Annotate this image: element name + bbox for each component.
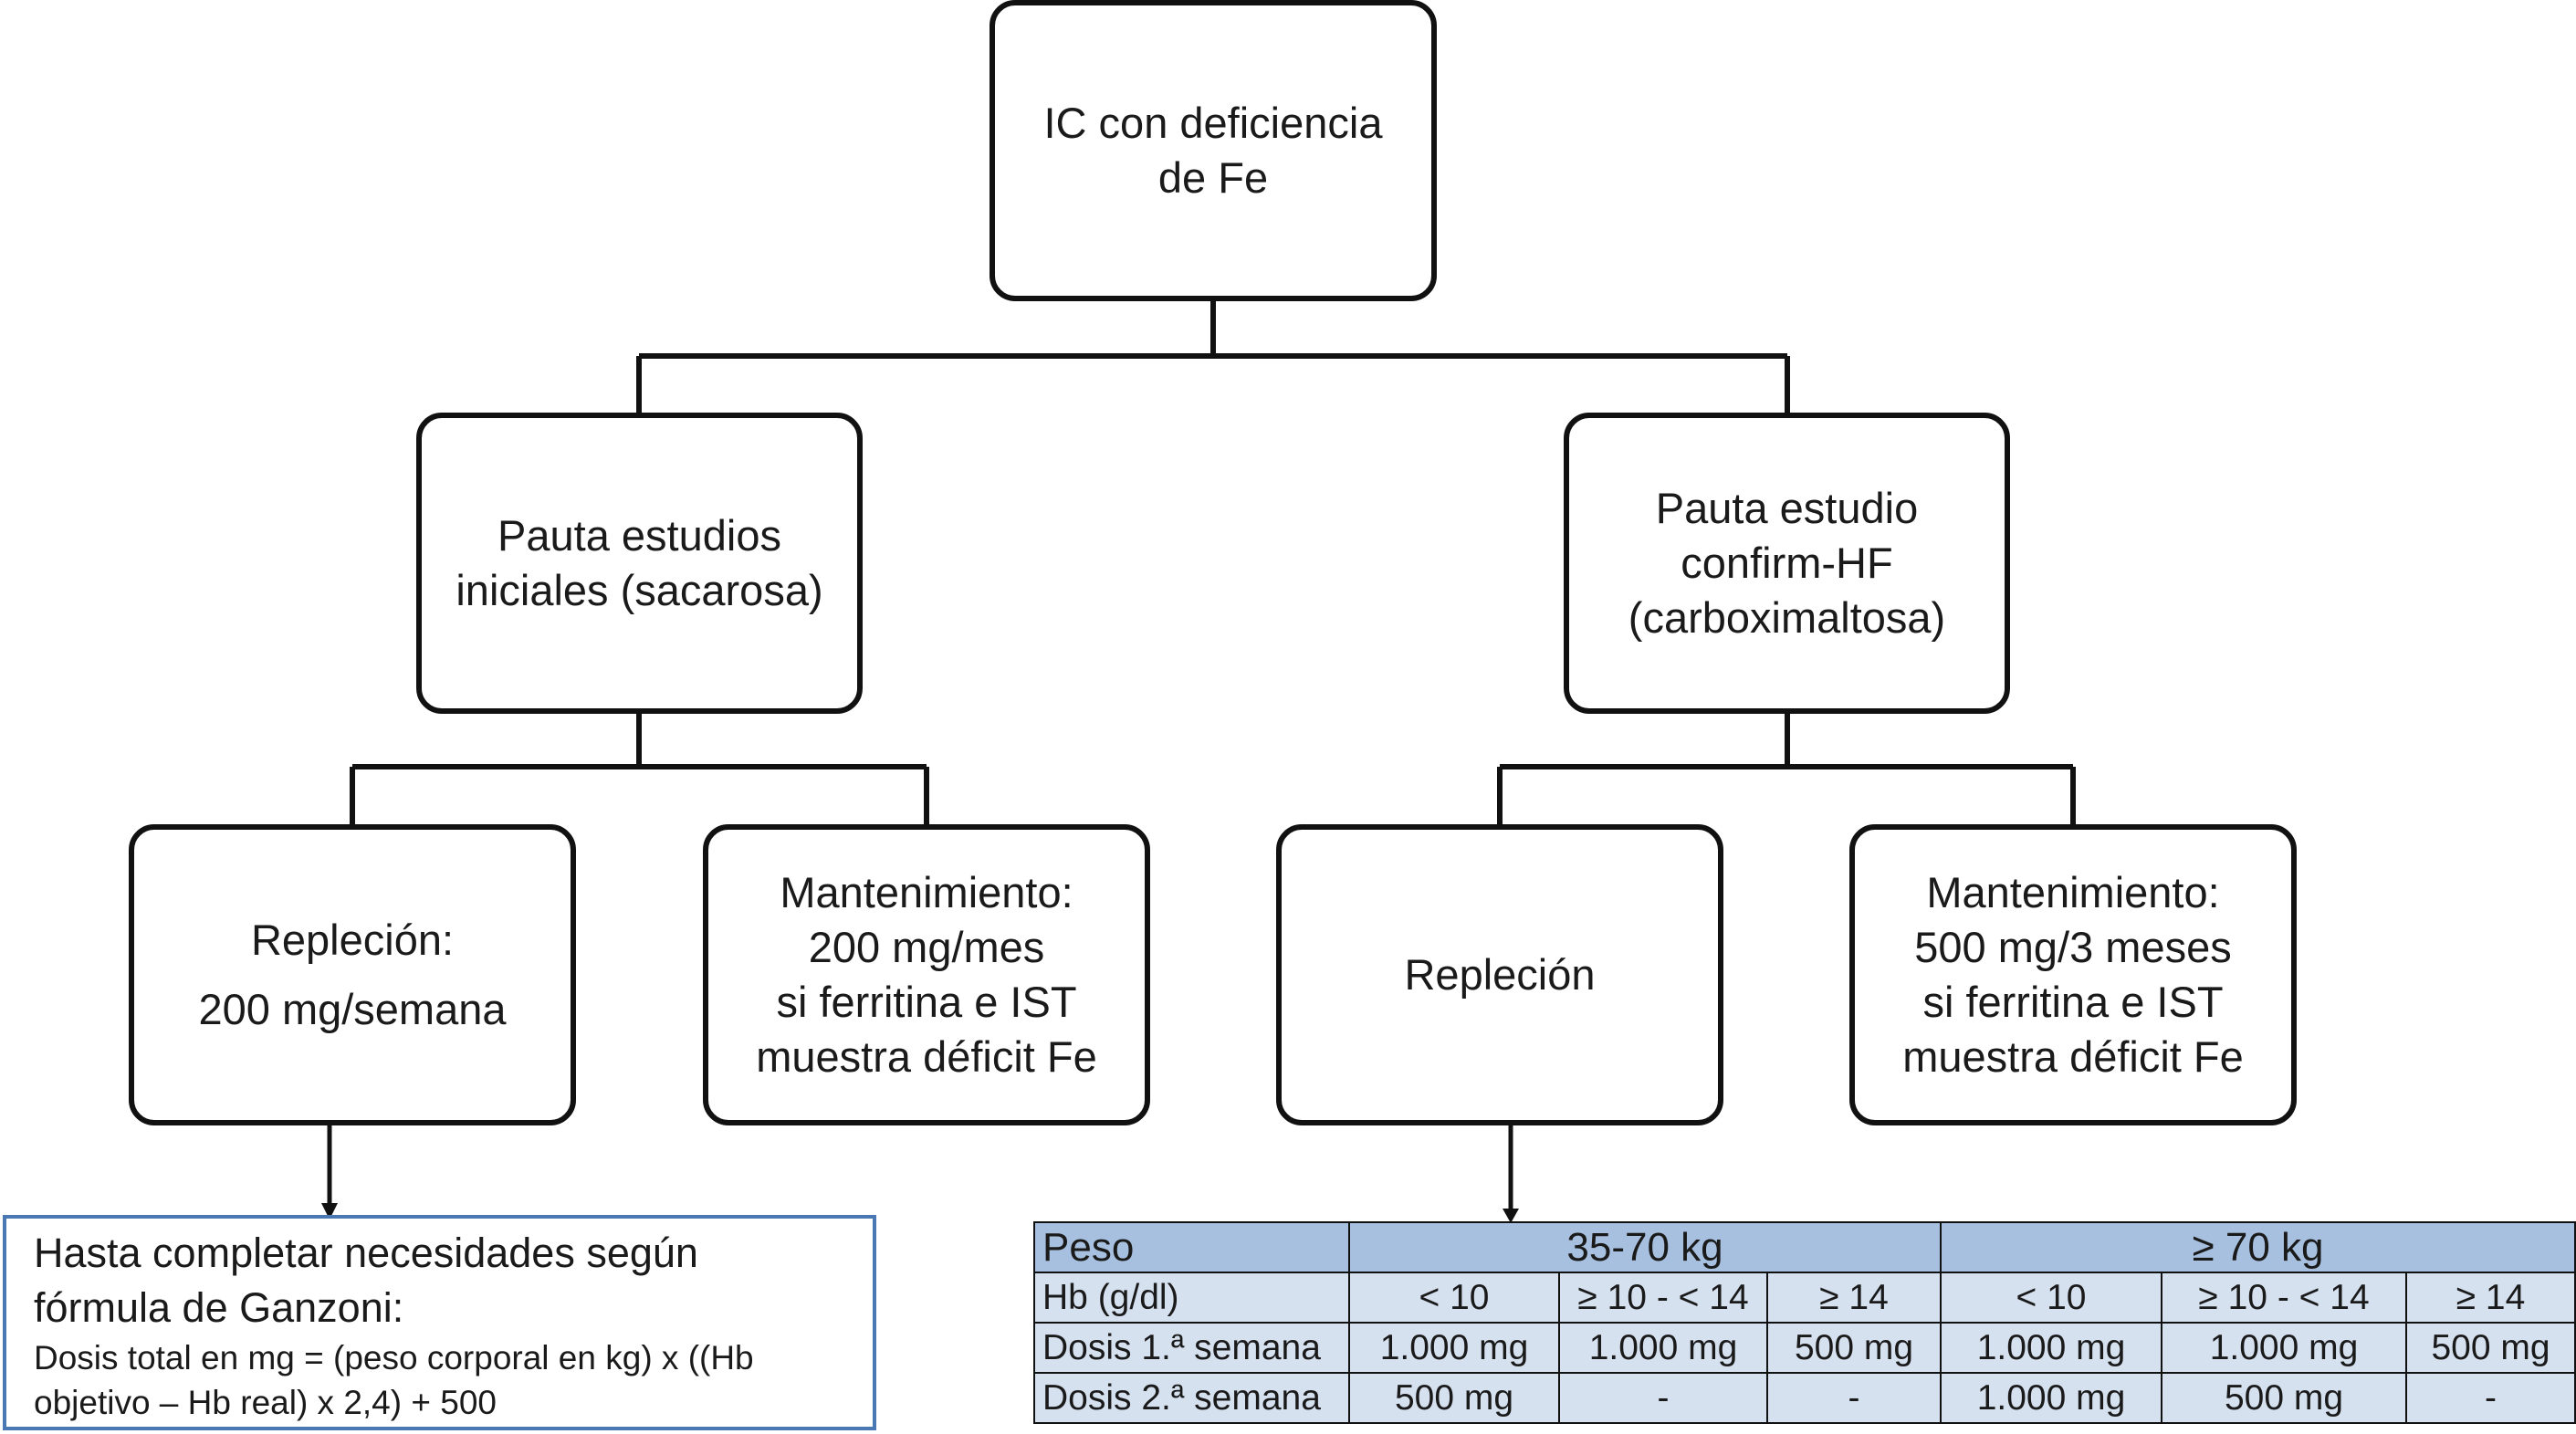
header-label-weight: Peso: [1033, 1221, 1350, 1273]
ganzoni-note-line-4: objetivo – Hb real) x 2,4) + 500: [34, 1384, 497, 1421]
table-cell: -: [2404, 1372, 2576, 1424]
left-branch-line-1: Pauta estudios: [497, 511, 781, 560]
table-row: Dosis 2.ª semana 500 mg - - 1.000 mg 500…: [1033, 1372, 2576, 1424]
dose-table: Peso 35-70 kg ≥ 70 kg Hb (g/dl) < 10 ≥ 1…: [1033, 1221, 2576, 1424]
leaf-lr-line-1: Mantenimiento:: [780, 868, 1073, 916]
table-cell: ≥ 10 - < 14: [2161, 1272, 2407, 1324]
table-row: Dosis 1.ª semana 1.000 mg 1.000 mg 500 m…: [1033, 1322, 2576, 1374]
table-cell: -: [1558, 1372, 1768, 1424]
right-branch-line-3: (carboximaltosa): [1628, 593, 1946, 642]
table-cell: 1.000 mg: [2161, 1322, 2407, 1374]
table-row: Hb (g/dl) < 10 ≥ 10 - < 14 ≥ 14 < 10 ≥ 1…: [1033, 1272, 2576, 1324]
connector-right-branch-to-leaves: [1497, 709, 2076, 829]
ganzoni-formula-note: Hasta completar necesidades según fórmul…: [3, 1215, 876, 1430]
row-label: Dosis 2.ª semana: [1033, 1372, 1350, 1424]
leaf-ll-line-2: 200 mg/semana: [198, 985, 507, 1033]
table-cell: < 10: [1348, 1272, 1560, 1324]
leaf-ll-line-1: Repleción:: [250, 916, 455, 964]
left-branch-box: Pauta estudios iniciales (sacarosa): [416, 413, 863, 714]
table-cell: 1.000 mg: [1940, 1322, 2162, 1374]
table-cell: 1.000 mg: [1558, 1322, 1768, 1374]
leaf-rr-line-4: muestra déficit Fe: [1902, 1032, 2244, 1081]
right-branch-line-2: confirm-HF: [1681, 539, 1893, 587]
leaf-maintenance-carboxymaltose: Mantenimiento: 500 mg/3 meses si ferriti…: [1849, 824, 2297, 1125]
leaf-rr-line-1: Mantenimiento:: [1926, 868, 2220, 916]
table-cell: 500 mg: [1348, 1372, 1560, 1424]
right-branch-box: Pauta estudio confirm-HF (carboximaltosa…: [1564, 413, 2010, 714]
table-cell: ≥ 14: [2404, 1272, 2576, 1324]
root-box: IC con deficiencia de Fe: [990, 0, 1437, 301]
header-group-70-plus: ≥ 70 kg: [1939, 1221, 2576, 1273]
connector-left-branch-to-leaves: [350, 709, 929, 829]
ganzoni-note-line-1: Hasta completar necesidades según: [34, 1230, 698, 1276]
root-line-2: de Fe: [1157, 153, 1269, 202]
arrowhead-right: [1503, 1209, 1519, 1223]
leaf-repletion-sucrose: Repleción: 200 mg/semana: [129, 824, 576, 1125]
table-cell: < 10: [1940, 1272, 2162, 1324]
table-cell: 500 mg: [1766, 1322, 1942, 1374]
ganzoni-note-line-3: Dosis total en mg = (peso corporal en kg…: [34, 1339, 754, 1376]
ganzoni-note-line-2: fórmula de Ganzoni:: [34, 1284, 404, 1331]
leaf-lr-line-3: si ferritina e IST: [776, 978, 1077, 1026]
leaf-repletion-carboxymaltose: Repleción: [1276, 824, 1723, 1125]
table-cell: ≥ 14: [1766, 1272, 1942, 1324]
connector-root-to-branches: [636, 297, 1790, 417]
row-label: Hb (g/dl): [1033, 1272, 1350, 1324]
root-line-1: IC con deficiencia: [1043, 99, 1383, 147]
leaf-maintenance-sucrose: Mantenimiento: 200 mg/mes si ferritina e…: [703, 824, 1150, 1125]
table-header-row: Peso 35-70 kg ≥ 70 kg: [1033, 1221, 2576, 1273]
row-label: Dosis 1.ª semana: [1033, 1322, 1350, 1374]
leaf-rl-line-1: Repleción: [1404, 950, 1596, 999]
left-branch-line-2: iniciales (sacarosa): [456, 566, 823, 614]
leaf-lr-line-2: 200 mg/mes: [808, 923, 1045, 971]
header-group-35-70: 35-70 kg: [1348, 1221, 1942, 1273]
leaf-rr-line-2: 500 mg/3 meses: [1914, 923, 2232, 971]
table-cell: 500 mg: [2404, 1322, 2576, 1374]
table-cell: 1.000 mg: [1348, 1322, 1560, 1374]
table-cell: -: [1766, 1372, 1942, 1424]
right-branch-line-1: Pauta estudio: [1655, 484, 1919, 532]
arrowhead-left: [321, 1203, 338, 1219]
table-cell: 500 mg: [2161, 1372, 2407, 1424]
table-cell: 1.000 mg: [1940, 1372, 2162, 1424]
leaf-lr-line-4: muestra déficit Fe: [756, 1032, 1097, 1081]
table-cell: ≥ 10 - < 14: [1558, 1272, 1768, 1324]
leaf-rr-line-3: si ferritina e IST: [1922, 978, 2224, 1026]
